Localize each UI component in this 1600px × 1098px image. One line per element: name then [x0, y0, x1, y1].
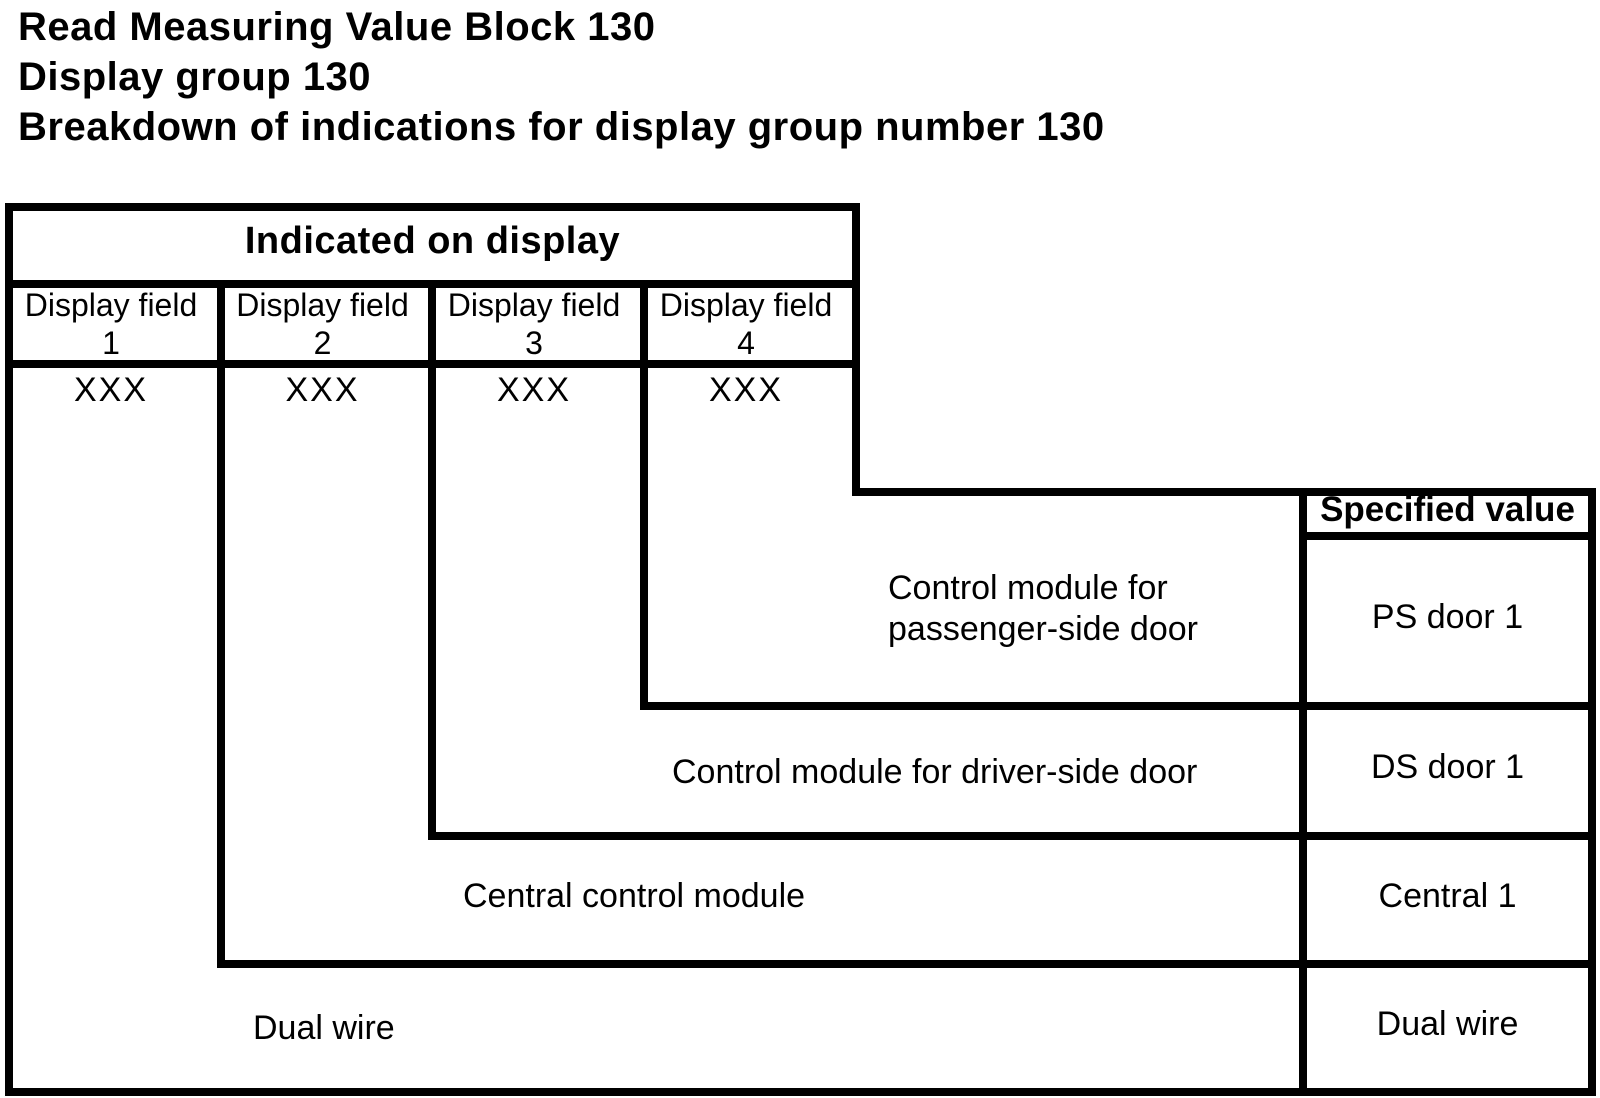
display-field-label: Display field [447, 287, 621, 323]
display-field-1-value: XXX [73, 370, 149, 409]
specified-value-dual-wire: Dual wire [1376, 1004, 1519, 1043]
line-diagram-bottom-border [5, 1088, 1596, 1096]
line-table-left-border [5, 203, 13, 1096]
display-field-1-header: Display field 1 [5, 280, 217, 368]
label-line: Control module for [888, 569, 1168, 607]
line-table-right-border-step [852, 203, 860, 496]
specified-value-ps-door: PS door 1 [1371, 597, 1524, 636]
display-field-number: 4 [737, 325, 755, 361]
label-central-control-module: Central control module [463, 877, 806, 915]
line-step-row4-top [217, 960, 1596, 968]
display-field-2-value: XXX [285, 370, 360, 409]
title-block: Read Measuring Value Block 130 Display g… [18, 2, 1105, 152]
label-passenger-side-door-module: Control module for passenger-side door [888, 568, 1198, 650]
line-step-row1-top [852, 488, 1596, 496]
page-title: Read Measuring Value Block 130 [18, 5, 656, 49]
line-col1-divider-step [217, 280, 225, 968]
specified-value-ds-door: DS door 1 [1370, 747, 1525, 786]
display-field-number: 3 [525, 325, 543, 361]
line-under-indicated-header [5, 280, 860, 288]
display-field-4-value: XXX [708, 370, 784, 409]
line-step-row3-top [428, 832, 1596, 840]
specified-value-header: Specified value [1320, 490, 1575, 529]
line-specified-column-right-border [1588, 488, 1596, 1096]
line-specified-column-left-border [1299, 488, 1307, 1096]
label-driver-side-door-module: Control module for driver-side door [672, 753, 1198, 791]
line-col3-divider-step [640, 280, 648, 710]
display-field-number: 1 [102, 325, 120, 361]
line-under-field-headers [5, 360, 860, 368]
display-field-label: Display field [659, 287, 833, 323]
display-field-4-header: Display field 4 [640, 280, 852, 368]
breakdown-subtitle: Breakdown of indications for display gro… [18, 105, 1105, 149]
specified-value-central: Central 1 [1378, 876, 1517, 915]
display-field-label: Display field [24, 287, 198, 323]
label-line: passenger-side door [888, 610, 1198, 648]
label-dual-wire: Dual wire [253, 1009, 395, 1047]
indicated-on-display-header: Indicated on display [244, 220, 621, 262]
display-field-3-value: XXX [496, 370, 572, 409]
display-field-label: Display field [236, 287, 409, 323]
display-group-subtitle: Display group 130 [18, 55, 372, 99]
display-field-number: 2 [313, 325, 332, 361]
display-field-2-header: Display field 2 [217, 280, 428, 368]
line-col2-divider-step [428, 280, 436, 840]
line-table-top-border [5, 203, 860, 211]
line-step-row2-top [640, 702, 1596, 710]
line-under-specified-header [1299, 532, 1596, 540]
display-field-3-header: Display field 3 [428, 280, 640, 368]
